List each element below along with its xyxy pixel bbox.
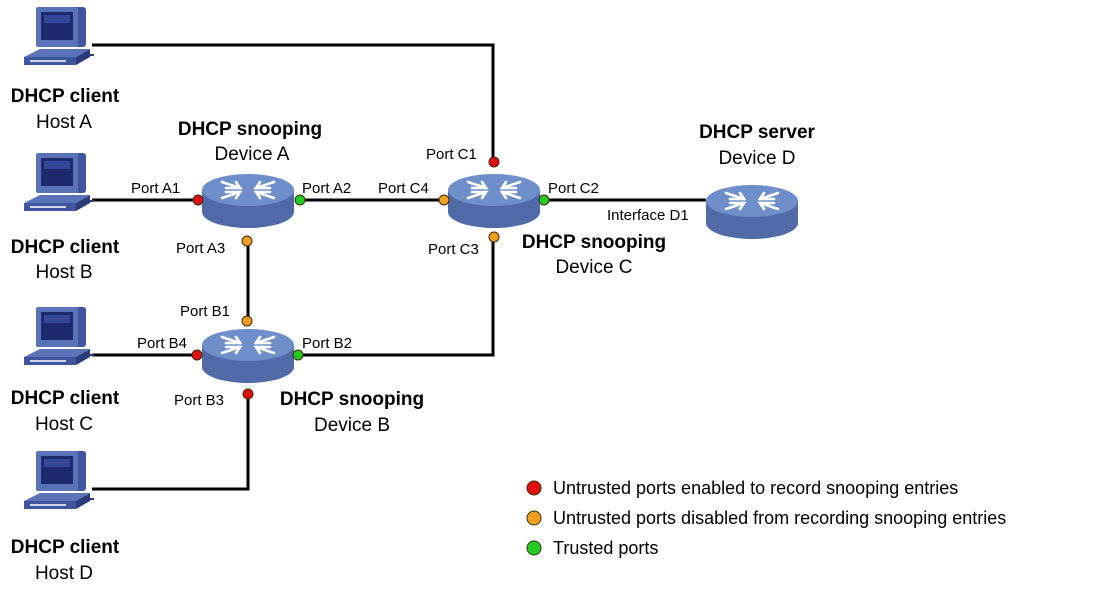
host-d-name: Host D [35,563,93,584]
port-a2-label: Port A2 [302,180,351,197]
legend-text-untrusted-norecord: Untrusted ports disabled from recording … [553,508,1006,528]
device-d-switch-icon [704,183,800,241]
host-d-role: DHCP client [11,537,120,558]
port-c4-dot [438,194,450,206]
port-c3-label: Port C3 [428,241,479,258]
device-d-name: Device D [718,148,795,169]
port-b3-dot [242,388,254,400]
port-c1-label: Port C1 [426,146,477,163]
port-c4-label: Port C4 [378,180,429,197]
port-b4-dot [191,349,203,361]
port-a3-dot [241,235,253,247]
device-c-switch-icon [446,172,542,230]
device-d-role: DHCP server [699,122,815,143]
port-a2-dot [294,194,306,206]
host-c-name: Host C [35,414,93,435]
port-b3-label: Port B3 [174,392,224,409]
host-a-name: Host A [36,112,92,133]
port-c2-label: Port C2 [548,180,599,197]
port-c1-dot [488,156,500,168]
host-b-computer-icon [23,152,95,212]
legend-text-untrusted-record: Untrusted ports enabled to record snoopi… [553,478,958,498]
host-b-role: DHCP client [11,237,120,258]
device-b-role: DHCP snooping [280,389,424,410]
device-a-switch-icon [200,172,296,230]
legend-dot-trusted [526,540,542,556]
device-a-role: DHCP snooping [178,119,322,140]
host-a-computer-icon [23,6,95,66]
link-deviceb-devicec [298,237,495,357]
legend-dot-untrusted-norecord [526,510,542,526]
port-b1-label: Port B1 [180,303,230,320]
port-c2-dot [538,194,550,206]
link-hosta-devicec [92,43,495,162]
port-a3-label: Port A3 [176,240,225,257]
host-d-computer-icon [23,450,95,510]
port-b4-label: Port B4 [137,335,187,352]
device-c-name: Device C [555,257,632,278]
legend-dot-untrusted-record [526,480,542,496]
host-c-role: DHCP client [11,388,120,409]
link-hostd-deviceb [92,395,250,491]
port-c3-dot [488,231,500,243]
port-dots [191,156,550,400]
port-b2-dot [292,349,304,361]
device-a-name: Device A [215,144,290,165]
legend-text-trusted: Trusted ports [553,538,658,558]
legend: Untrusted ports enabled to record snoopi… [526,478,1006,558]
host-a-role: DHCP client [11,86,120,107]
interface-d1-label: Interface D1 [607,207,689,224]
device-b-name: Device B [314,415,390,436]
links [92,43,706,491]
device-b-switch-icon [200,327,296,385]
host-c-computer-icon [23,306,95,366]
device-c-role: DHCP snooping [522,232,666,253]
port-b1-dot [241,315,253,327]
port-b2-label: Port B2 [302,335,352,352]
host-b-name: Host B [35,262,92,283]
port-a1-label: Port A1 [131,180,180,197]
port-a1-dot [192,194,204,206]
